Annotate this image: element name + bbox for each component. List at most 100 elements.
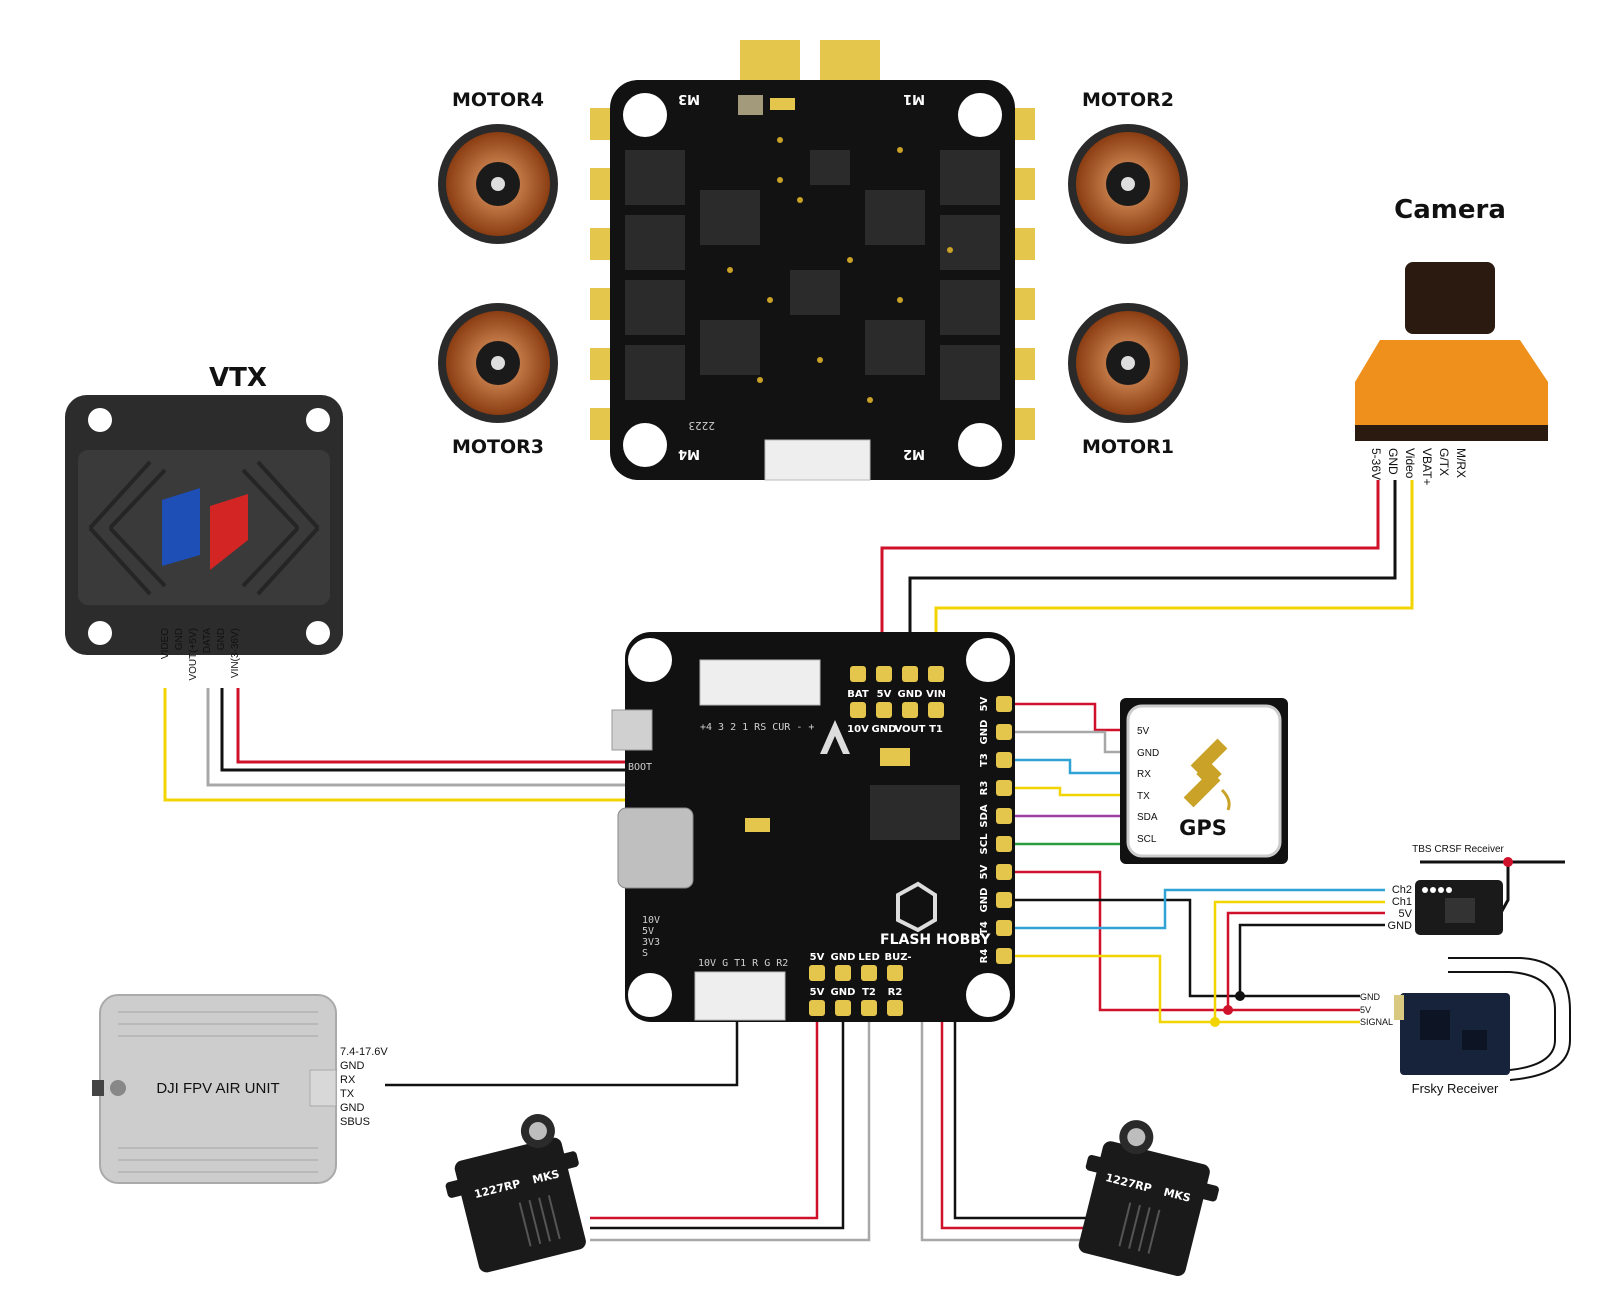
fc-bottom-pad-label: LED <box>858 952 880 963</box>
vtx-pins: VIDEO GND VOUT(+5V) DATA GND VIN(3-36V) <box>160 628 241 681</box>
camera: Camera 5-36V GND Video VBAT+ G/TX M/RX <box>1355 195 1548 485</box>
camera-pin-label: M/RX <box>1454 448 1468 478</box>
dji-pin-label: RX <box>340 1074 356 1086</box>
wire-servo-left-gray <box>590 1012 871 1242</box>
wire-rx-gnd <box>1015 898 1360 998</box>
wire-vtx-vout <box>206 688 660 787</box>
fc-bottom-pad-label: 5V <box>810 987 825 998</box>
frsky-pins: GND 5V SIGNAL <box>1360 992 1393 1027</box>
fc-right-pads: 5V GND T3 R3 SDA SCL 5V GND T4 R4 <box>979 696 1012 964</box>
vtx: VTX VIDEO GND VOUT(+5V) DATA GND VIN(3-3… <box>65 363 343 681</box>
wire-camera-gnd <box>908 480 1397 652</box>
wire-camera-video <box>934 480 1414 652</box>
motor-label: MOTOR2 <box>1082 89 1174 111</box>
camera-pins: 5-36V GND Video VBAT+ G/TX M/RX <box>1369 448 1468 485</box>
gps-pin-label: TX <box>1137 791 1150 802</box>
gps: GPS 5V GND RX TX SDA SCL <box>1120 698 1288 864</box>
wire-gps-tx <box>1015 786 1130 797</box>
fc-right-pad-label: 5V <box>979 864 990 879</box>
vtx-pin-label: VIDEO <box>160 628 171 659</box>
frsky-title: Frsky Receiver <box>1412 1081 1499 1096</box>
fc-right-pad-label: R4 <box>979 949 990 964</box>
wire-servo-right-red <box>940 1012 1100 1230</box>
wire-dji-sbus <box>385 1020 739 1087</box>
camera-pin-label: 5-36V <box>1369 448 1383 480</box>
wire-servo-right-black <box>953 1012 1100 1220</box>
frsky-pin-label: 5V <box>1360 1005 1371 1015</box>
tbs-pin-label: 5V <box>1399 908 1413 920</box>
wire-rx-r4 <box>1015 954 1360 1024</box>
satellite-icon <box>1183 738 1231 811</box>
servo-tag: MKS <box>531 1167 561 1186</box>
dji-title: DJI FPV AIR UNIT <box>156 1080 279 1097</box>
camera-title: Camera <box>1394 195 1506 225</box>
servo-tag: MKS <box>1162 1186 1192 1205</box>
vtx-pin-label: VOUT(+5V) <box>188 628 199 681</box>
fc-top-pad-label: T1 <box>929 724 943 735</box>
dji-pin-label: GND <box>340 1102 365 1114</box>
fc-right-pad-label: T3 <box>979 753 990 767</box>
fc-silk-left: 3V3 <box>642 937 660 948</box>
tbs-pins: Ch2 Ch1 5V GND <box>1388 884 1413 932</box>
wire-servo-left-red <box>590 1012 819 1220</box>
gps-pin-label: 5V <box>1137 726 1150 737</box>
wire-camera-power <box>880 480 1380 652</box>
fc-bottom-pads: 5V GND LED BUZ- 5V GND T2 R2 <box>809 952 911 1016</box>
gps-pin-label: SCL <box>1137 834 1157 845</box>
fc-top-pads: BAT 5V GND VIN 10V GND VOUT T1 <box>847 666 946 735</box>
motor-label: MOTOR4 <box>452 89 544 111</box>
esc-board: M3 M1 M4 M2 2223 <box>590 40 1035 481</box>
gps-title: GPS <box>1179 816 1227 840</box>
frsky-pin-label: GND <box>1360 992 1381 1002</box>
fc-right-pad-label: SCL <box>979 833 990 855</box>
camera-pin-label: GND <box>1386 448 1400 475</box>
camera-pin-label: VBAT+ <box>1420 448 1434 485</box>
dji-pin-label: 7.4-17.6V <box>340 1046 388 1058</box>
fc-top-pad-label: BAT <box>847 689 869 700</box>
gps-pin-label: RX <box>1137 769 1151 780</box>
dji-air-unit: DJI FPV AIR UNIT 7.4-17.6V GND RX TX GND… <box>92 994 388 1184</box>
fc-silk-left: 5V <box>642 926 654 937</box>
esc-label-m3: M3 <box>678 91 700 106</box>
flight-controller: FLASH HOBBY +4 3 2 1 RS CUR - + BOOT 10V… <box>611 632 1015 1022</box>
fc-silk-left: S <box>642 948 648 959</box>
vtx-title: VTX <box>209 363 267 393</box>
fc-top-pad-label: 5V <box>877 689 892 700</box>
fc-right-pad-label: SDA <box>979 804 990 828</box>
fc-brand: FLASH HOBBY <box>880 932 991 948</box>
dji-pin-label: TX <box>340 1088 355 1100</box>
esc-label-m4: M4 <box>678 446 700 461</box>
esc-silk-bottom: 2223 <box>689 419 716 432</box>
fc-silk-left: 10V <box>642 915 660 926</box>
fc-top-pad-label: VOUT <box>894 724 925 735</box>
tbs-pin-label: Ch2 <box>1392 884 1412 896</box>
wire-tbs-ch1 <box>1213 900 1385 1022</box>
wire-tbs-5v <box>1226 911 1385 1010</box>
fc-silk-top: +4 3 2 1 RS CUR - + <box>700 722 814 733</box>
fc-silk-boot: BOOT <box>628 762 652 773</box>
fc-top-pad-label: GND <box>872 724 897 735</box>
wires <box>163 480 1414 1242</box>
gps-pins: 5V GND RX TX SDA SCL <box>1137 726 1159 845</box>
wire-rx-t4 <box>1015 888 1385 930</box>
fc-right-pad-label: GND <box>979 888 990 913</box>
tbs-pin-label: Ch1 <box>1392 896 1412 908</box>
wire-gps-gnd <box>1015 730 1130 754</box>
camera-pin-label: Video <box>1403 448 1417 479</box>
fc-top-pad-label: 10V <box>847 724 869 735</box>
motor-3: MOTOR3 <box>438 303 558 458</box>
vtx-pin-label: GND <box>216 628 227 650</box>
motor-4: MOTOR4 <box>438 89 558 244</box>
tbs-receiver: TBS CRSF Receiver Ch2 Ch1 5V GND <box>1388 844 1565 935</box>
fc-silk-bottom-conn: 10V G T1 R G R2 <box>698 958 788 969</box>
fc-bottom-pad-label: 5V <box>810 952 825 963</box>
wire-rx-5v <box>1015 870 1360 1012</box>
wire-tbs-gnd <box>1238 923 1385 996</box>
fc-top-pad-label: VIN <box>926 689 946 700</box>
motor-1: MOTOR1 <box>1068 303 1188 458</box>
wire-servo-right-gray <box>920 1012 1100 1242</box>
dji-pins: 7.4-17.6V GND RX TX GND SBUS <box>340 1046 388 1128</box>
esc-label-m2: M2 <box>903 446 925 461</box>
fc-bottom-pad-label: BUZ- <box>885 952 912 963</box>
